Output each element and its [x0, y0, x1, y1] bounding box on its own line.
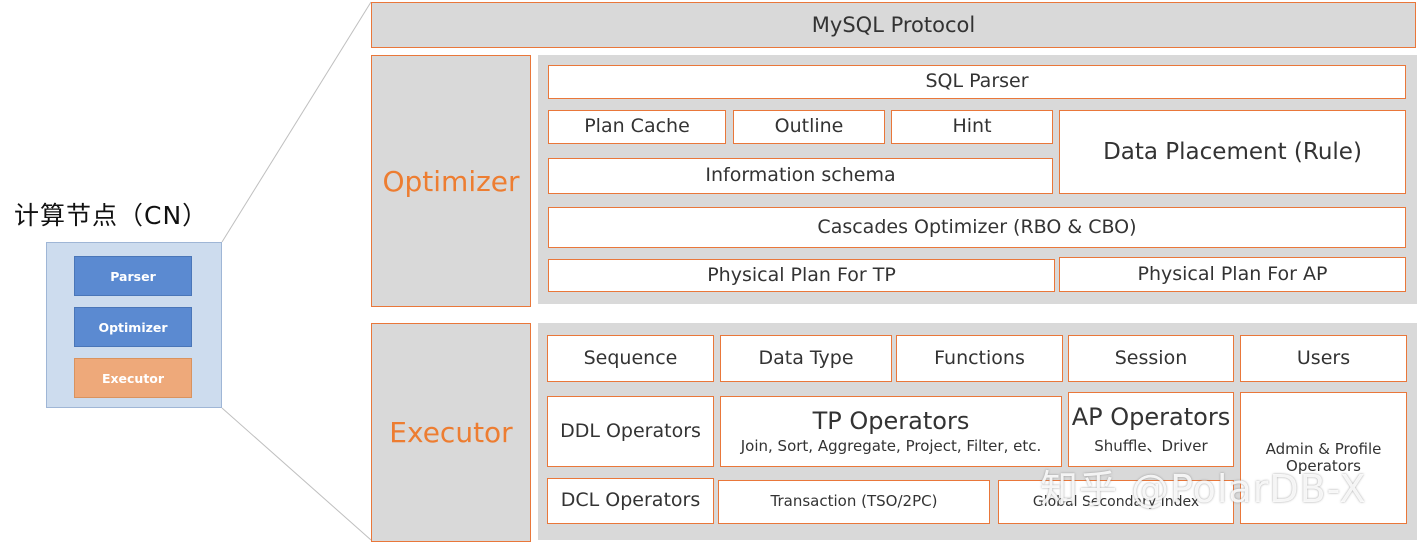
ddl-operators: DDL Operators	[547, 396, 714, 467]
transaction: Transaction (TSO/2PC)	[718, 480, 990, 524]
tp-operators-subtitle: Join, Sort, Aggregate, Project, Filter, …	[740, 437, 1042, 456]
optimizer-title: Optimizer	[371, 55, 531, 307]
sequence: Sequence	[547, 335, 714, 382]
data-placement: Data Placement (Rule)	[1059, 110, 1406, 194]
physical-plan-ap: Physical Plan For AP	[1059, 257, 1406, 292]
admin-profile-operators: Admin & Profile Operators	[1240, 392, 1407, 524]
dcl-operators: DCL Operators	[547, 478, 714, 524]
data-type: Data Type	[720, 335, 892, 382]
cn-title: 计算节点（CN）	[14, 201, 209, 230]
tp-operators: TP Operators Join, Sort, Aggregate, Proj…	[720, 396, 1062, 467]
cn-executor: Executor	[74, 358, 192, 398]
session: Session	[1068, 335, 1234, 382]
executor-title: Executor	[371, 323, 531, 542]
ap-operators-subtitle: Shuffle、Driver	[1094, 436, 1208, 455]
sql-parser: SQL Parser	[548, 65, 1406, 99]
ap-operators-title: AP Operators	[1071, 403, 1231, 432]
cn-optimizer: Optimizer	[74, 307, 192, 347]
cn-parser: Parser	[74, 256, 192, 296]
outline: Outline	[733, 110, 885, 144]
functions: Functions	[896, 335, 1063, 382]
plan-cache: Plan Cache	[548, 110, 726, 144]
information-schema: Information schema	[548, 158, 1053, 194]
ap-operators: AP Operators Shuffle、Driver	[1068, 392, 1234, 467]
mysql-protocol: MySQL Protocol	[371, 2, 1416, 48]
hint: Hint	[891, 110, 1053, 144]
global-secondary-index: Global Secondary Index	[998, 480, 1234, 524]
tp-operators-title: TP Operators	[812, 406, 970, 435]
users: Users	[1240, 335, 1407, 382]
watermark: 知乎 @PolarDB-X	[1040, 467, 1367, 511]
cascades-optimizer: Cascades Optimizer (RBO & CBO)	[548, 207, 1406, 248]
physical-plan-tp: Physical Plan For TP	[548, 259, 1055, 292]
